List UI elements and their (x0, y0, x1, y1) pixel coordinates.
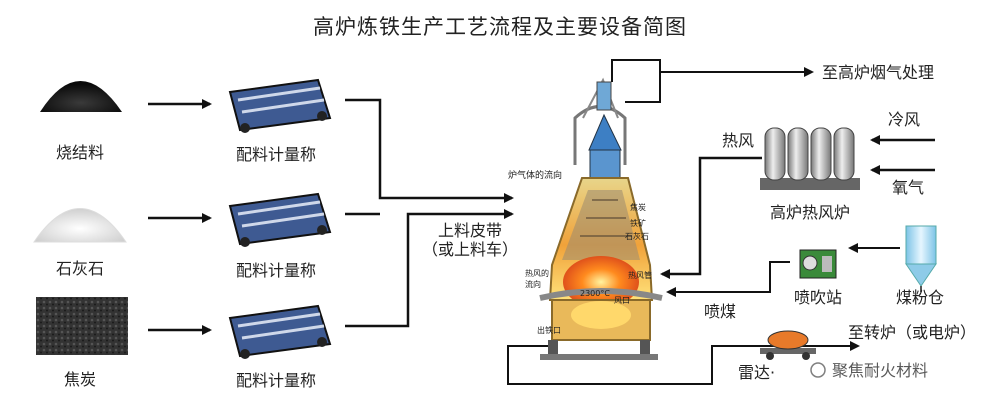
label-hot-air: 热风 (722, 131, 754, 150)
feed-line-3 (345, 209, 514, 328)
scale-label-2: 配料计量称 (236, 261, 316, 280)
weigh-scale-2 (228, 192, 332, 247)
label-hot-pipe: 热风管 (628, 270, 652, 280)
stove-label: 高炉热风炉 (770, 203, 850, 222)
material-label-limestone: 石灰石 (56, 259, 104, 278)
belt-label-line2: （或上料车） (422, 240, 518, 259)
gas-pipe-down (625, 72, 661, 103)
label-coal-bin: 煤粉仓 (896, 288, 944, 307)
label-ore-layer: 铁矿 (630, 218, 646, 228)
blast-furnace (539, 77, 663, 360)
sinter-heap-image (40, 81, 122, 112)
wechat-icon (810, 362, 826, 378)
arrow-hot-air (660, 156, 762, 279)
coal-bin-image (905, 225, 937, 292)
label-limestone-layer: 石灰石 (625, 231, 649, 241)
torpedo-car-image (760, 330, 816, 360)
label-coal-inject: 喷煤 (704, 302, 736, 321)
arrow-coal-inject (666, 261, 790, 297)
material-label-sinter: 烧结料 (56, 143, 104, 162)
material-label-coke: 焦炭 (64, 370, 96, 389)
label-temperature: 2300°C (580, 289, 610, 298)
coke-pile-image (36, 297, 128, 355)
diagram-title: 高炉炼铁生产工艺流程及主要设备简图 (313, 15, 687, 39)
hot-blast-stoves (760, 127, 860, 190)
scale-label-3: 配料计量称 (236, 371, 316, 390)
feed-line-1 (345, 98, 514, 203)
arrow-iron-out (507, 341, 860, 385)
label-oxygen: 氧气 (892, 178, 924, 197)
label-hot-flow-1: 热风的 (525, 268, 549, 278)
label-gas-flow: 炉气体的流向 (508, 169, 562, 181)
label-tuyere: 风口 (614, 296, 630, 305)
label-cold-air: 冷风 (888, 110, 920, 129)
label-taphole: 出铁口 (537, 325, 561, 335)
label-injection-station: 喷吹站 (794, 288, 842, 307)
weigh-scale-3 (228, 304, 332, 359)
label-gas-treatment: 至高炉烟气处理 (822, 63, 934, 82)
label-torpedo-car: 雷达· (738, 363, 775, 382)
injection-station-image (799, 249, 837, 279)
limestone-heap-image (33, 208, 127, 243)
label-coke-layer: 焦炭 (630, 202, 646, 212)
label-hot-flow-2: 流向 (525, 279, 541, 289)
gas-pipe (611, 59, 760, 100)
weigh-scale-1 (228, 78, 332, 133)
belt-label-line1: 上料皮带 (438, 221, 502, 240)
watermark: 聚焦耐火材料 (810, 361, 928, 380)
label-iron-destination: 至转炉（或电炉） (848, 323, 976, 342)
scale-label-1: 配料计量称 (236, 145, 316, 164)
watermark-text: 聚焦耐火材料 (832, 361, 928, 380)
